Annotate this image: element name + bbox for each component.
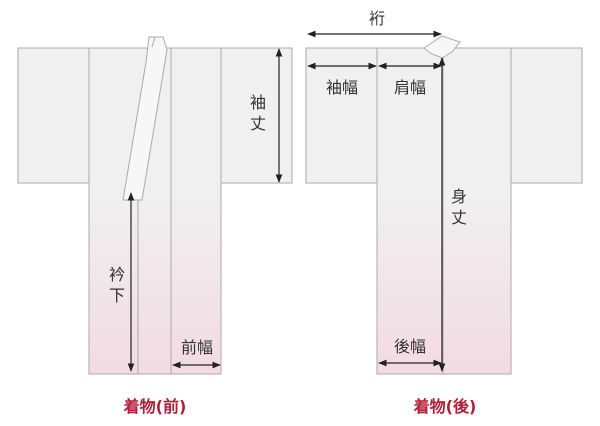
- kata-haba-label: 肩幅: [394, 78, 426, 97]
- sode-take-label-char1: 袖: [250, 93, 266, 112]
- front-collar-inner: [151, 36, 156, 48]
- back-left-sleeve: [305, 47, 379, 184]
- ushiro-haba-label: 後幅: [394, 337, 426, 356]
- front-labels: 袖 丈 衿 下 前幅: [109, 93, 266, 357]
- yuki-label: 裄: [369, 9, 385, 28]
- back-caption: 着物(後): [413, 397, 477, 416]
- kimono-front: [17, 36, 293, 375]
- front-dimensions: [127, 48, 283, 372]
- back-dimensions: [307, 30, 446, 372]
- sode-take-label-char2: 丈: [250, 114, 266, 133]
- okumi-sagari-label-char2: 下: [109, 286, 125, 305]
- back-collar: [423, 35, 461, 59]
- mi-take-label-char1: 身: [451, 187, 467, 206]
- front-collar: [122, 36, 168, 201]
- okumi-sagari-label-char1: 衿: [109, 265, 125, 284]
- front-left-sleeve: [17, 47, 91, 184]
- mae-haba-label: 前幅: [181, 338, 213, 357]
- mi-take-label-char2: 丈: [451, 208, 467, 227]
- back-labels: 裄 袖幅 肩幅 身 丈 後幅: [326, 9, 467, 356]
- back-right-sleeve: [510, 47, 583, 184]
- sode-haba-label: 袖幅: [326, 78, 358, 97]
- front-caption: 着物(前): [123, 397, 187, 416]
